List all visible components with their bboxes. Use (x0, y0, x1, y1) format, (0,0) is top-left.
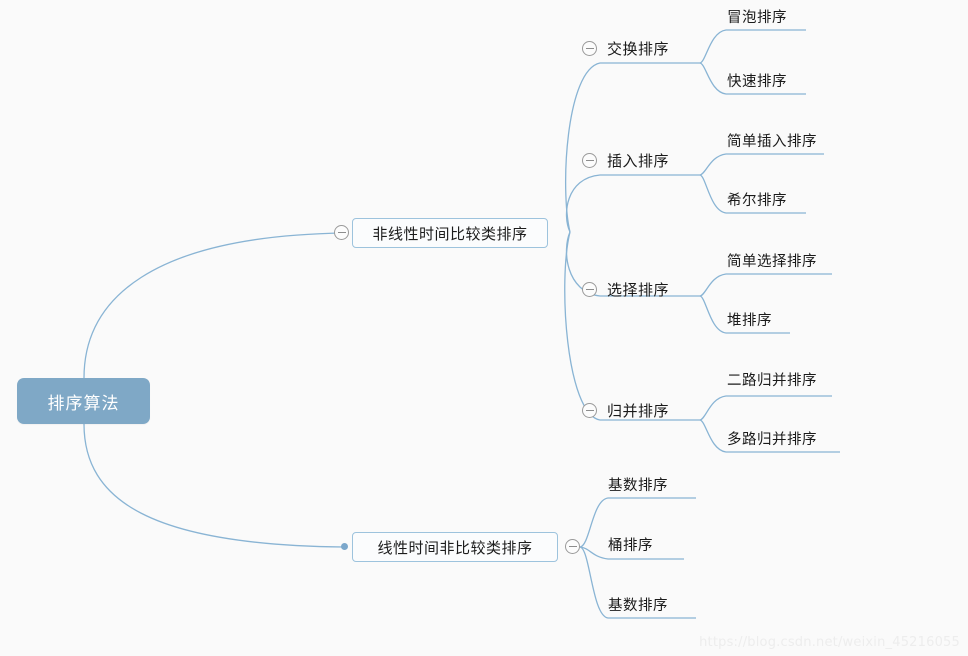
branch-node-nonlinear-label: 非线性时间比较类排序 (372, 224, 528, 243)
leaf-multi-way-merge-sort-label: 多路归并排序 (727, 432, 817, 448)
branch-node-linear[interactable]: 线性时间非比较类排序 (352, 532, 558, 562)
node-exchange-sort-label: 交换排序 (607, 40, 670, 58)
edge-nonlinear-to-merge (564, 231, 700, 421)
leaf-heap-sort-label: 堆排序 (727, 313, 772, 329)
node-merge-sort-label: 归并排序 (607, 402, 670, 420)
leaf-bubble-sort-label: 冒泡排序 (727, 10, 787, 26)
leaf-simple-insertion-sort-label: 简单插入排序 (727, 134, 817, 150)
node-insertion-sort-label: 插入排序 (607, 152, 670, 170)
root-node[interactable]: 排序算法 (17, 378, 150, 424)
toggle-exchange[interactable] (582, 41, 597, 56)
node-selection-sort[interactable]: 选择排序 (607, 281, 669, 299)
leaf-radix-sort-first[interactable]: 基数排序 (608, 477, 668, 495)
leaf-radix-sort-second[interactable]: 基数排序 (608, 597, 668, 615)
edge-nonlinear-to-insertion (565, 174, 700, 233)
leaf-simple-insertion-sort[interactable]: 简单插入排序 (727, 133, 817, 151)
edge-nonlinear-to-exchange (564, 62, 700, 233)
edge-merge-to-two-way (699, 395, 832, 421)
leaf-bubble-sort[interactable]: 冒泡排序 (727, 9, 787, 27)
node-exchange-sort[interactable]: 交换排序 (607, 40, 669, 58)
node-merge-sort[interactable]: 归并排序 (607, 402, 669, 420)
edge-exchange-to-bubble (699, 29, 806, 64)
toggle-selection[interactable] (582, 282, 597, 297)
leaf-shell-sort[interactable]: 希尔排序 (727, 192, 787, 210)
leaf-radix-sort-first-label: 基数排序 (608, 478, 668, 494)
leaf-bucket-sort[interactable]: 桶排序 (608, 537, 653, 555)
leaf-heap-sort[interactable]: 堆排序 (727, 312, 772, 330)
leaf-bucket-sort-label: 桶排序 (608, 538, 653, 554)
leaf-simple-selection-sort-label: 简单选择排序 (727, 254, 817, 270)
edge-insertion-to-simple (699, 153, 824, 176)
leaf-two-way-merge-sort-label: 二路归并排序 (727, 373, 817, 389)
leaf-radix-sort-second-label: 基数排序 (608, 598, 668, 614)
leaf-two-way-merge-sort[interactable]: 二路归并排序 (727, 372, 817, 390)
leaf-simple-selection-sort[interactable]: 简单选择排序 (727, 253, 817, 271)
toggle-linear[interactable] (565, 539, 580, 554)
leaf-quick-sort-label: 快速排序 (727, 74, 787, 90)
bullet-linear (341, 543, 348, 550)
node-selection-sort-label: 选择排序 (607, 281, 670, 299)
branch-node-linear-label: 线性时间非比较类排序 (377, 538, 533, 557)
watermark-text: https://blog.csdn.net/weixin_45216055 (699, 635, 960, 650)
root-node-label: 排序算法 (47, 393, 120, 414)
node-insertion-sort[interactable]: 插入排序 (607, 152, 669, 170)
toggle-insertion[interactable] (582, 153, 597, 168)
edge-root-to-linear (83, 423, 345, 548)
toggle-merge[interactable] (582, 403, 597, 418)
branch-node-nonlinear[interactable]: 非线性时间比较类排序 (352, 218, 548, 248)
edge-root-to-nonlinear (83, 232, 345, 379)
leaf-quick-sort[interactable]: 快速排序 (727, 73, 787, 91)
leaf-multi-way-merge-sort[interactable]: 多路归并排序 (727, 431, 817, 449)
edge-selection-to-simple (699, 273, 832, 297)
toggle-nonlinear[interactable] (334, 225, 349, 240)
leaf-shell-sort-label: 希尔排序 (727, 193, 787, 209)
